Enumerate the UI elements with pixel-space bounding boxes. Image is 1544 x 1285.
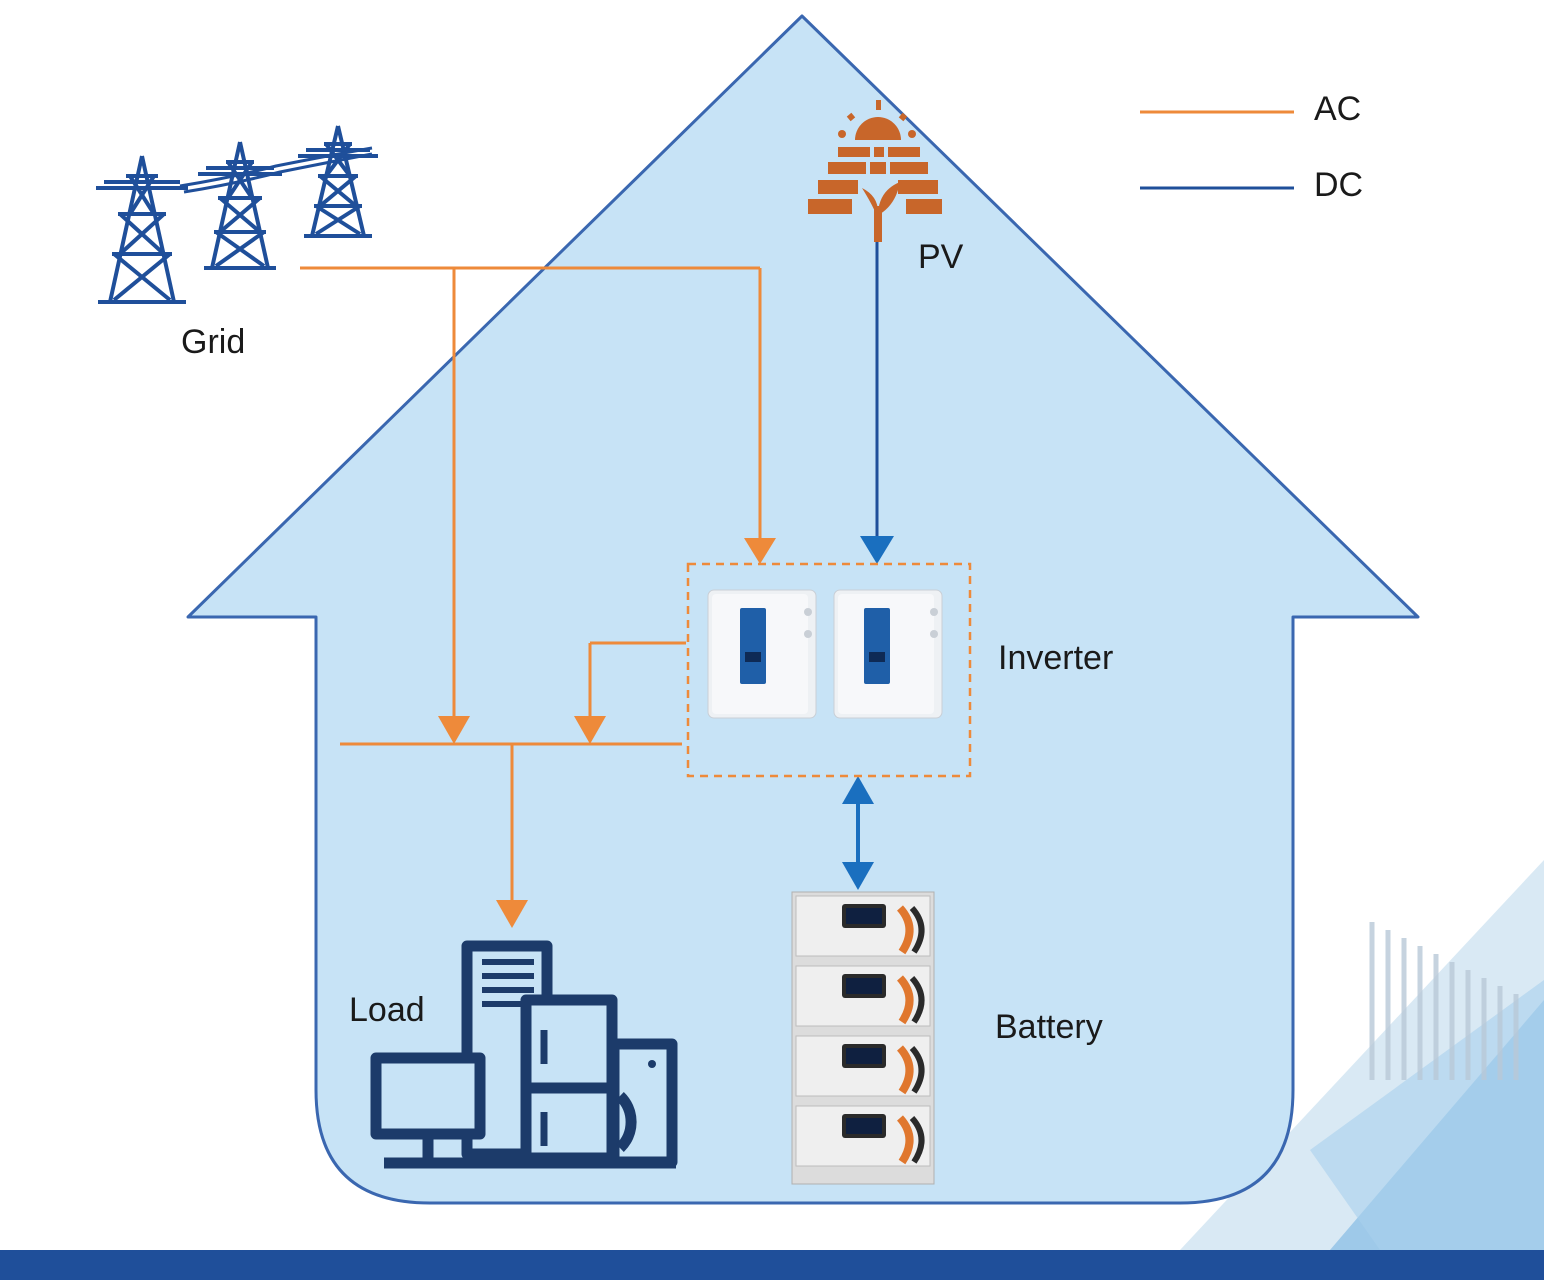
- arrow-to-inverter-ac: [744, 538, 776, 564]
- ac-wiring: [300, 266, 762, 902]
- battery-rack-icon: [791, 891, 935, 1185]
- inverter-group-box: [686, 562, 972, 778]
- footer-bar: [0, 1250, 1544, 1280]
- battery-label: Battery: [995, 1008, 1103, 1046]
- arrow-inverter-to-bus: [574, 716, 606, 744]
- household-appliances-icon: [370, 940, 678, 1169]
- legend-ac-label: AC: [1314, 90, 1362, 128]
- grid-label: Grid: [181, 323, 246, 361]
- legend-dc-label: DC: [1314, 166, 1364, 204]
- arrow-inverter-to-battery: [842, 862, 874, 890]
- ac-arrowheads: [438, 538, 776, 928]
- dc-wiring: [842, 242, 894, 890]
- load-label: Load: [349, 991, 425, 1029]
- arrow-battery-to-inverter: [842, 776, 874, 804]
- inverter-icon: [707, 589, 943, 719]
- arrow-to-load: [496, 900, 528, 928]
- solar-panel-icon: [808, 100, 942, 242]
- legend: [1140, 110, 1294, 190]
- arrow-pv-to-inverter: [860, 536, 894, 564]
- inverter-label: Inverter: [998, 639, 1114, 677]
- pv-label: PV: [918, 238, 964, 276]
- arrow-grid-to-bus: [438, 716, 470, 744]
- transmission-tower-icon: [96, 125, 378, 304]
